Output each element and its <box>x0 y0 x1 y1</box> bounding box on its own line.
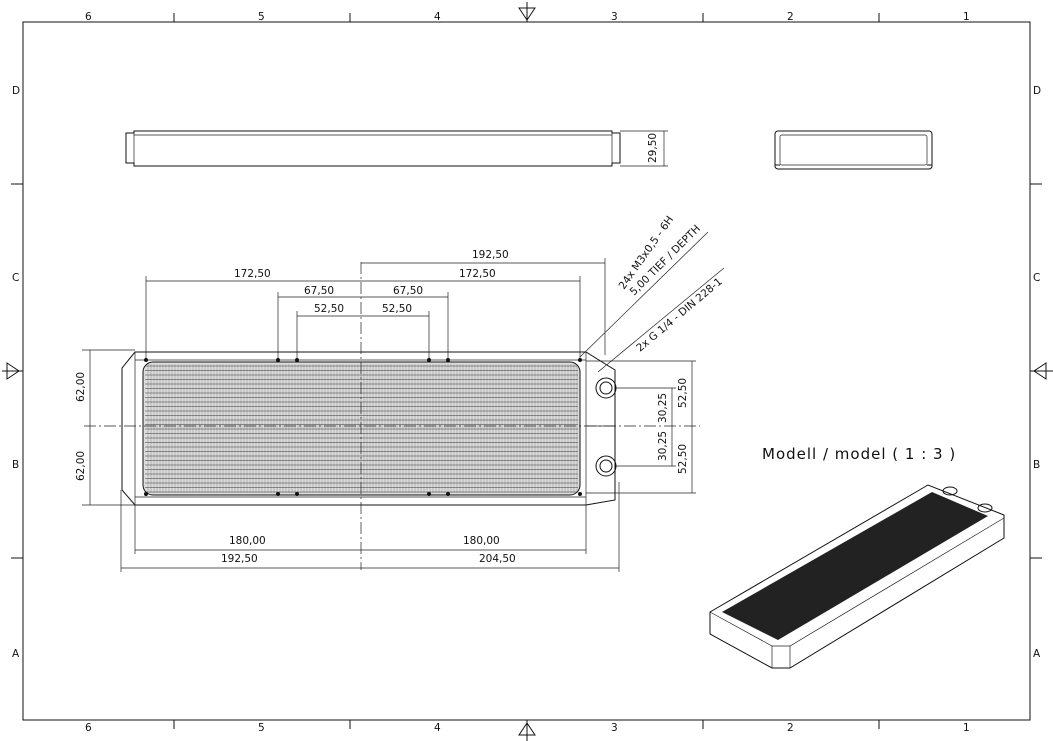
zone-top-6: 6 <box>85 11 92 23</box>
side-view: 29,50 <box>125 130 668 167</box>
dim-right-172: 172,50 <box>459 268 496 280</box>
zone-bottom-6: 6 <box>85 722 92 734</box>
dim-left-62-top: 62,00 <box>75 372 87 402</box>
zone-top-4: 4 <box>434 11 441 23</box>
zone-right-C: C <box>1033 272 1040 284</box>
zone-right-D: D <box>1033 85 1041 97</box>
zone-bottom-5: 5 <box>258 722 265 734</box>
dim-left-172: 172,50 <box>234 268 271 280</box>
thread-notes: 24x M3x0,5 - 6H 5,00 TIEF / DEPTH 2x G 1… <box>617 214 725 354</box>
zone-ticks <box>11 13 1042 729</box>
zone-left-B: B <box>12 459 19 471</box>
zone-left-A: A <box>12 648 20 660</box>
isometric-view <box>709 484 1005 669</box>
dim-port-30-bottom: 30,25 <box>657 431 669 461</box>
dim-left-67: 67,50 <box>304 285 334 297</box>
dim-bottom-192: 192,50 <box>221 553 258 565</box>
zone-top-2: 2 <box>787 11 794 23</box>
fin-pattern <box>145 364 578 493</box>
zone-top-5: 5 <box>258 11 265 23</box>
dim-port-30-top: 30,25 <box>657 393 669 423</box>
dim-port-52-bottom: 52,50 <box>677 444 689 474</box>
zone-right-A: A <box>1033 648 1041 660</box>
zone-labels: 6 5 4 3 2 1 6 5 4 3 2 1 D C B A D C B A <box>12 11 1041 734</box>
zone-left-C: C <box>12 272 19 284</box>
dimension-lines <box>82 231 725 572</box>
dim-port-52-top: 52,50 <box>677 378 689 408</box>
note-port-thread: 2x G 1/4 - DIN 228-1 <box>634 276 724 355</box>
model-scale-label: Modell / model ( 1 : 3 ) <box>762 445 956 463</box>
zone-bottom-4: 4 <box>434 722 441 734</box>
zone-bottom-2: 2 <box>787 722 794 734</box>
zone-bottom-3: 3 <box>611 722 618 734</box>
zone-left-D: D <box>12 85 20 97</box>
dim-side-height: 29,50 <box>647 133 659 163</box>
dimension-labels: 192,50 172,50 172,50 67,50 67,50 52,50 5… <box>75 249 689 565</box>
zone-top-3: 3 <box>611 11 618 23</box>
dim-top-192: 192,50 <box>472 249 509 261</box>
dim-left-52: 52,50 <box>314 303 344 315</box>
zone-bottom-1: 1 <box>963 722 970 734</box>
dim-bottom-204: 204,50 <box>479 553 516 565</box>
dim-right-67: 67,50 <box>393 285 423 297</box>
dim-bottom-180-left: 180,00 <box>229 535 266 547</box>
zone-right-B: B <box>1033 459 1040 471</box>
zone-top-1: 1 <box>963 11 970 23</box>
dim-bottom-180-right: 180,00 <box>463 535 500 547</box>
dim-left-62-bottom: 62,00 <box>75 451 87 481</box>
end-view <box>774 130 933 170</box>
radiator-front-view <box>84 262 700 570</box>
dim-right-52: 52,50 <box>382 303 412 315</box>
